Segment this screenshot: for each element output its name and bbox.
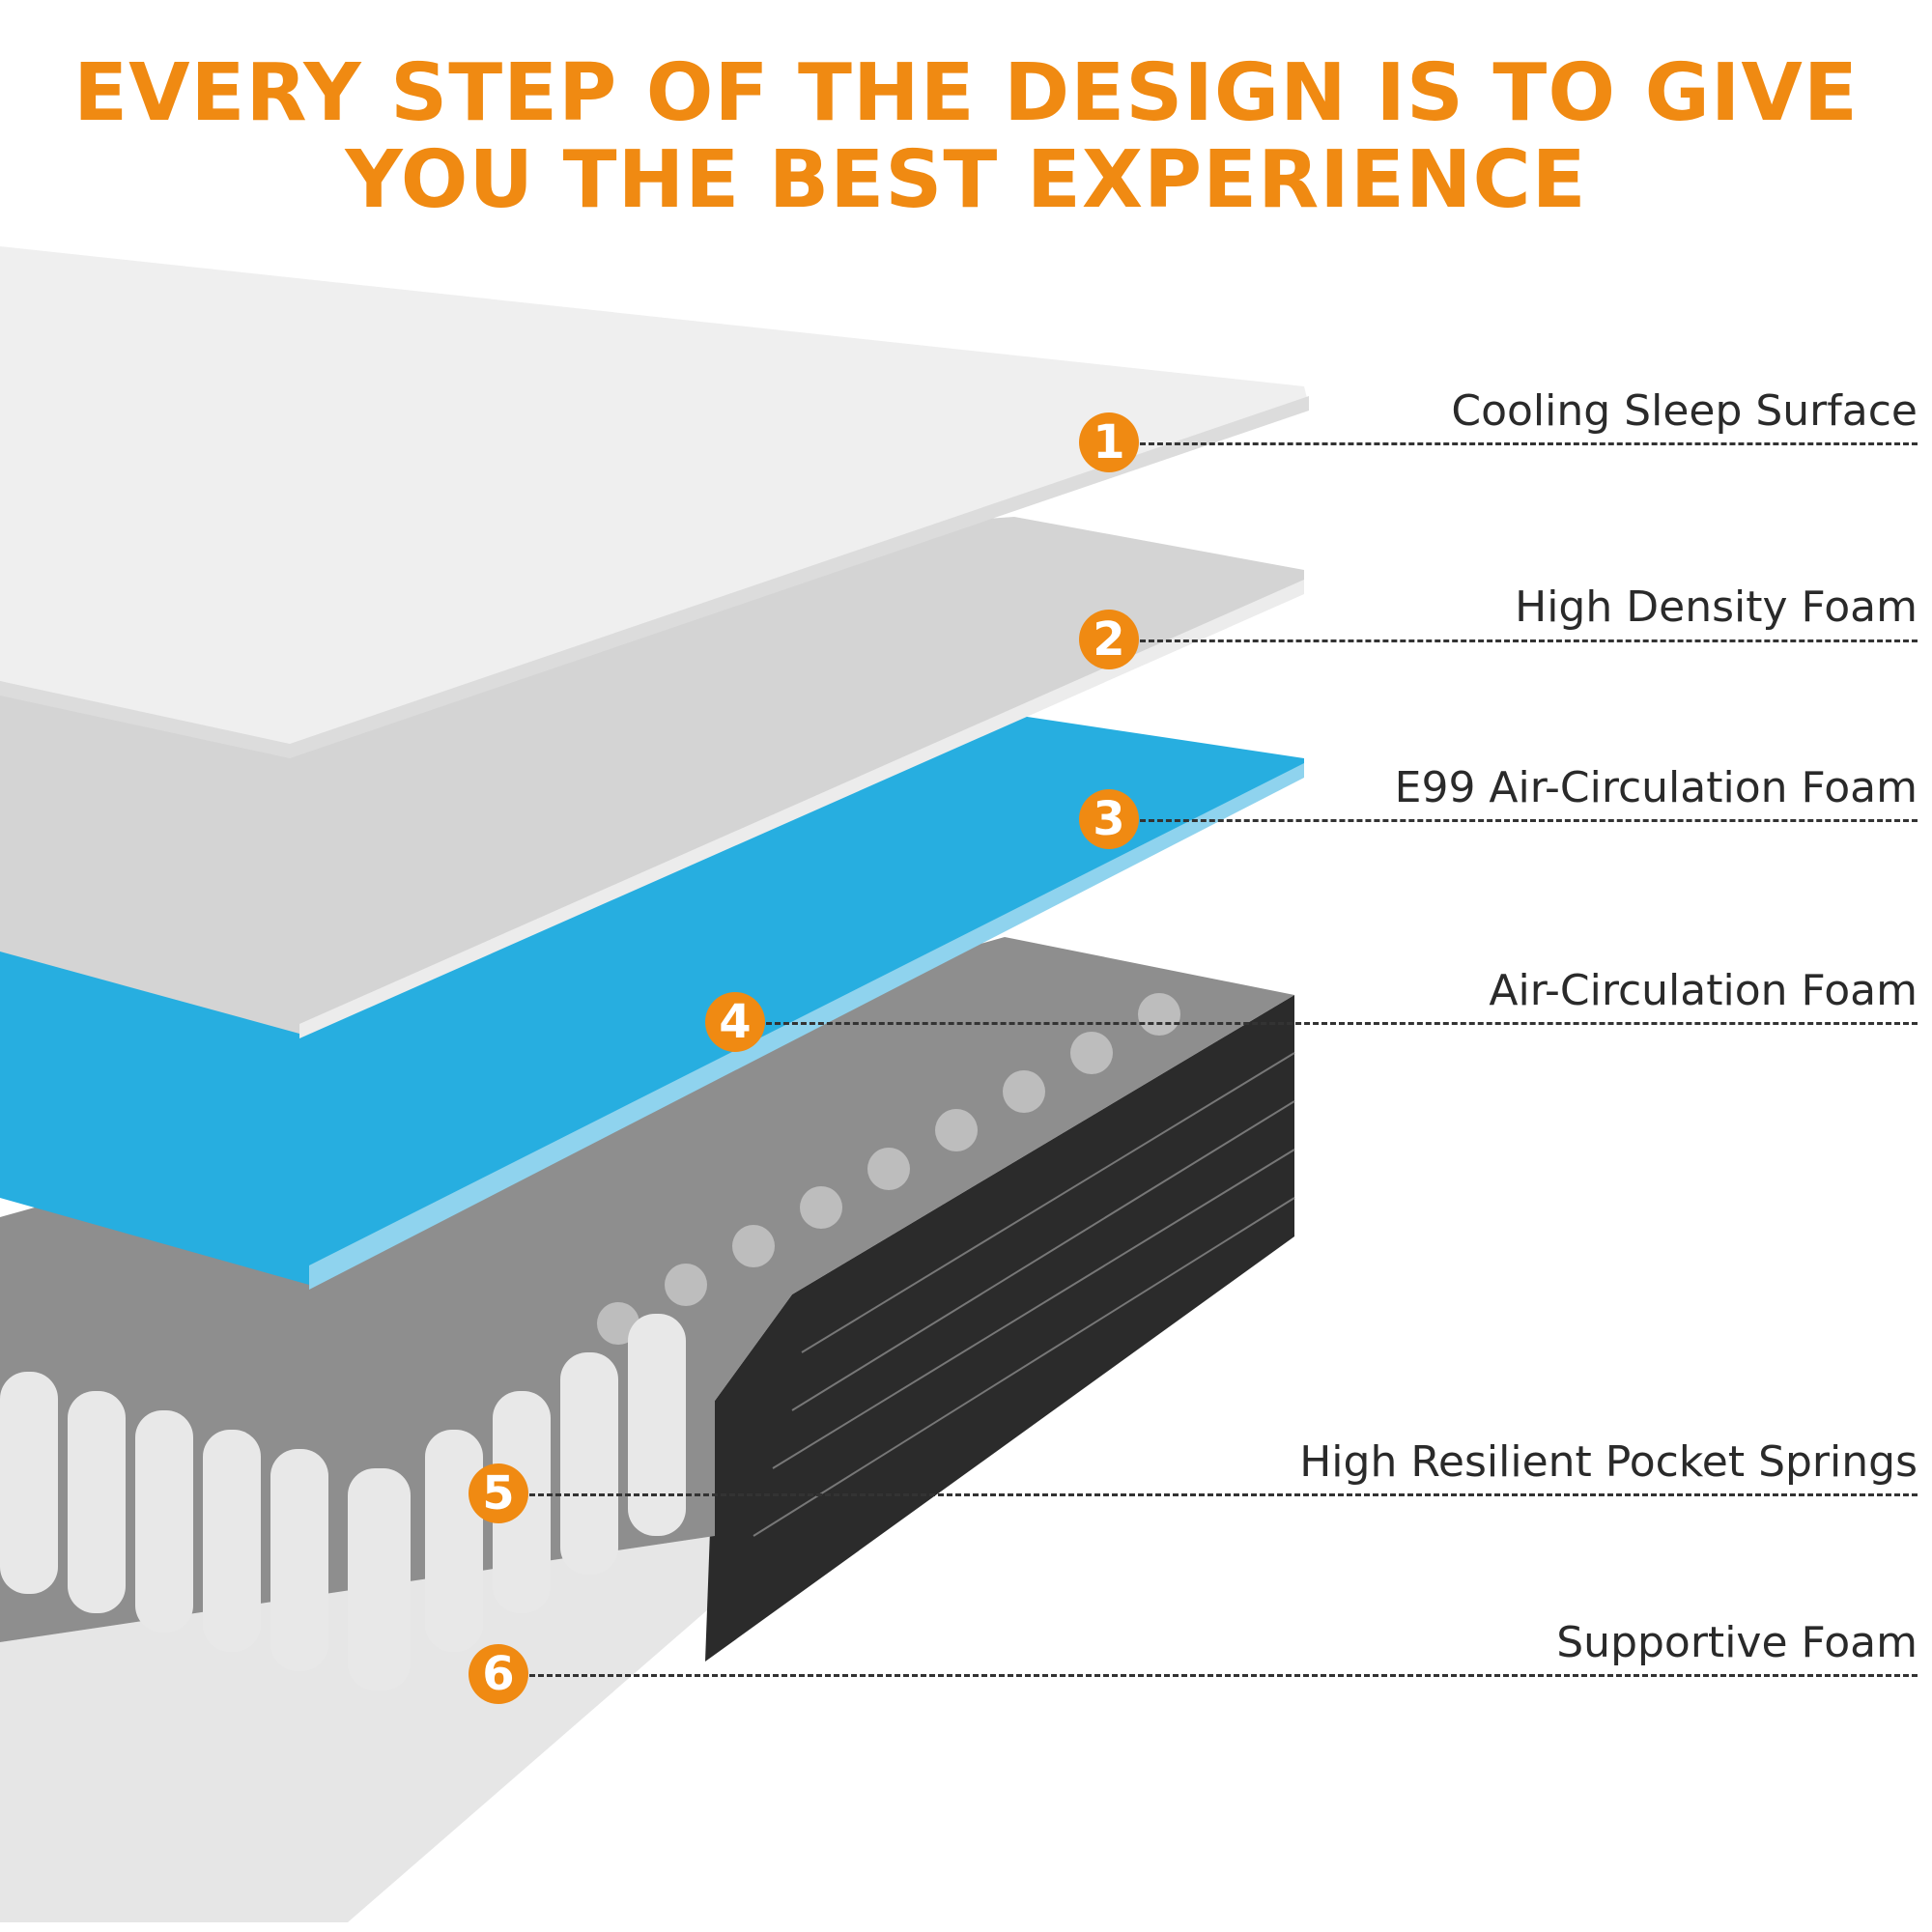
headline-line1: EVERY STEP OF THE DESIGN IS TO GIVE bbox=[73, 47, 1859, 139]
layer-label-5: High Resilient Pocket Springs bbox=[1299, 1437, 1918, 1487]
spring-coils-front bbox=[0, 1314, 686, 1690]
callout-line-4 bbox=[766, 1022, 1918, 1025]
cooling-sleep-surface-layer bbox=[0, 246, 1309, 753]
badge-6: 6 bbox=[469, 1644, 528, 1704]
callout-line-5 bbox=[529, 1493, 1918, 1496]
callout-line-2 bbox=[1140, 639, 1918, 642]
spring-pattern bbox=[597, 993, 1180, 1345]
badge-2: 2 bbox=[1079, 610, 1139, 669]
headline-line2: YOU THE BEST EXPERIENCE bbox=[345, 134, 1587, 226]
layer-label-3: E99 Air-Circulation Foam bbox=[1394, 763, 1918, 812]
badge-5: 5 bbox=[469, 1463, 528, 1523]
badge-1: 1 bbox=[1079, 412, 1139, 472]
badge-4: 4 bbox=[705, 992, 765, 1052]
callout-line-3 bbox=[1140, 819, 1918, 822]
layer-label-1: Cooling Sleep Surface bbox=[1451, 386, 1918, 436]
layer-label-4: Air-Circulation Foam bbox=[1489, 966, 1918, 1015]
layer-label-6: Supportive Foam bbox=[1556, 1618, 1918, 1667]
badge-3: 3 bbox=[1079, 789, 1139, 849]
callout-line-6 bbox=[529, 1674, 1918, 1677]
layer-label-2: High Density Foam bbox=[1515, 582, 1918, 632]
supportive-foam-layer bbox=[0, 1536, 715, 1922]
callout-line-1 bbox=[1140, 442, 1918, 445]
